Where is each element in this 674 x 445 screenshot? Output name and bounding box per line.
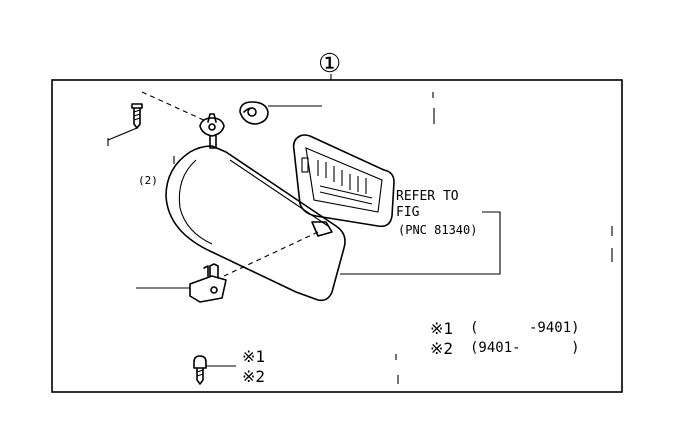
screw-icon: [131, 103, 143, 129]
lower-bracket-icon: [189, 263, 227, 303]
frame-tick-marks: [395, 92, 613, 384]
legend-mark-2: ※2: [430, 339, 453, 358]
assembly-line-bottom: [223, 231, 319, 277]
refer-line-3: (PNC 81340): [398, 223, 477, 237]
screw-mark-1: ※1: [242, 347, 265, 366]
diagram-frame: [51, 79, 623, 393]
bottom-screw-icon: [193, 355, 207, 385]
screw-leader: [107, 127, 138, 141]
legend-mark-1: ※1: [430, 319, 453, 338]
visor-holder-icon: [239, 101, 269, 125]
side-label: (2): [138, 174, 158, 187]
assembly-line-top: [141, 91, 209, 123]
hinge-bracket-icon: [199, 113, 225, 149]
refer-line-1: REFER TO: [396, 189, 459, 204]
main-callout-number: ①: [318, 49, 341, 79]
legend-range-2: (9401- ): [470, 340, 580, 356]
legend-range-1: ( -9401): [470, 320, 580, 336]
vanity-mirror-icon: [292, 134, 395, 228]
refer-bracket-leader: [340, 211, 501, 275]
refer-line-2: FIG: [396, 205, 420, 220]
screw-mark-2: ※2: [242, 367, 265, 386]
